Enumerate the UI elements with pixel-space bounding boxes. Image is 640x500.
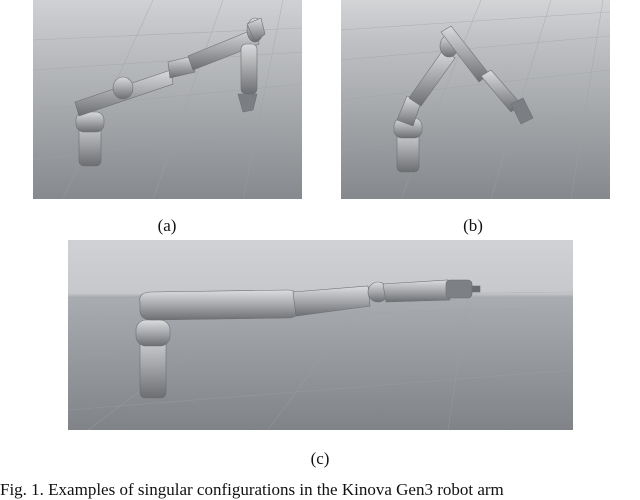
robot-render-panel-b (341, 0, 610, 199)
subfigure-label-b: (b) (463, 216, 483, 235)
robot-arm-c (135, 279, 481, 399)
subfigure-label-c: (c) (310, 449, 330, 468)
robot-arm-a (74, 17, 266, 167)
robot-arm-b (393, 25, 534, 173)
subfigure-label-a: (a) (157, 216, 177, 235)
robot-render-panel-a (33, 0, 302, 199)
figure-caption: Fig. 1. Examples of singular configurati… (0, 480, 504, 499)
robot-render-panel-c (68, 240, 573, 430)
